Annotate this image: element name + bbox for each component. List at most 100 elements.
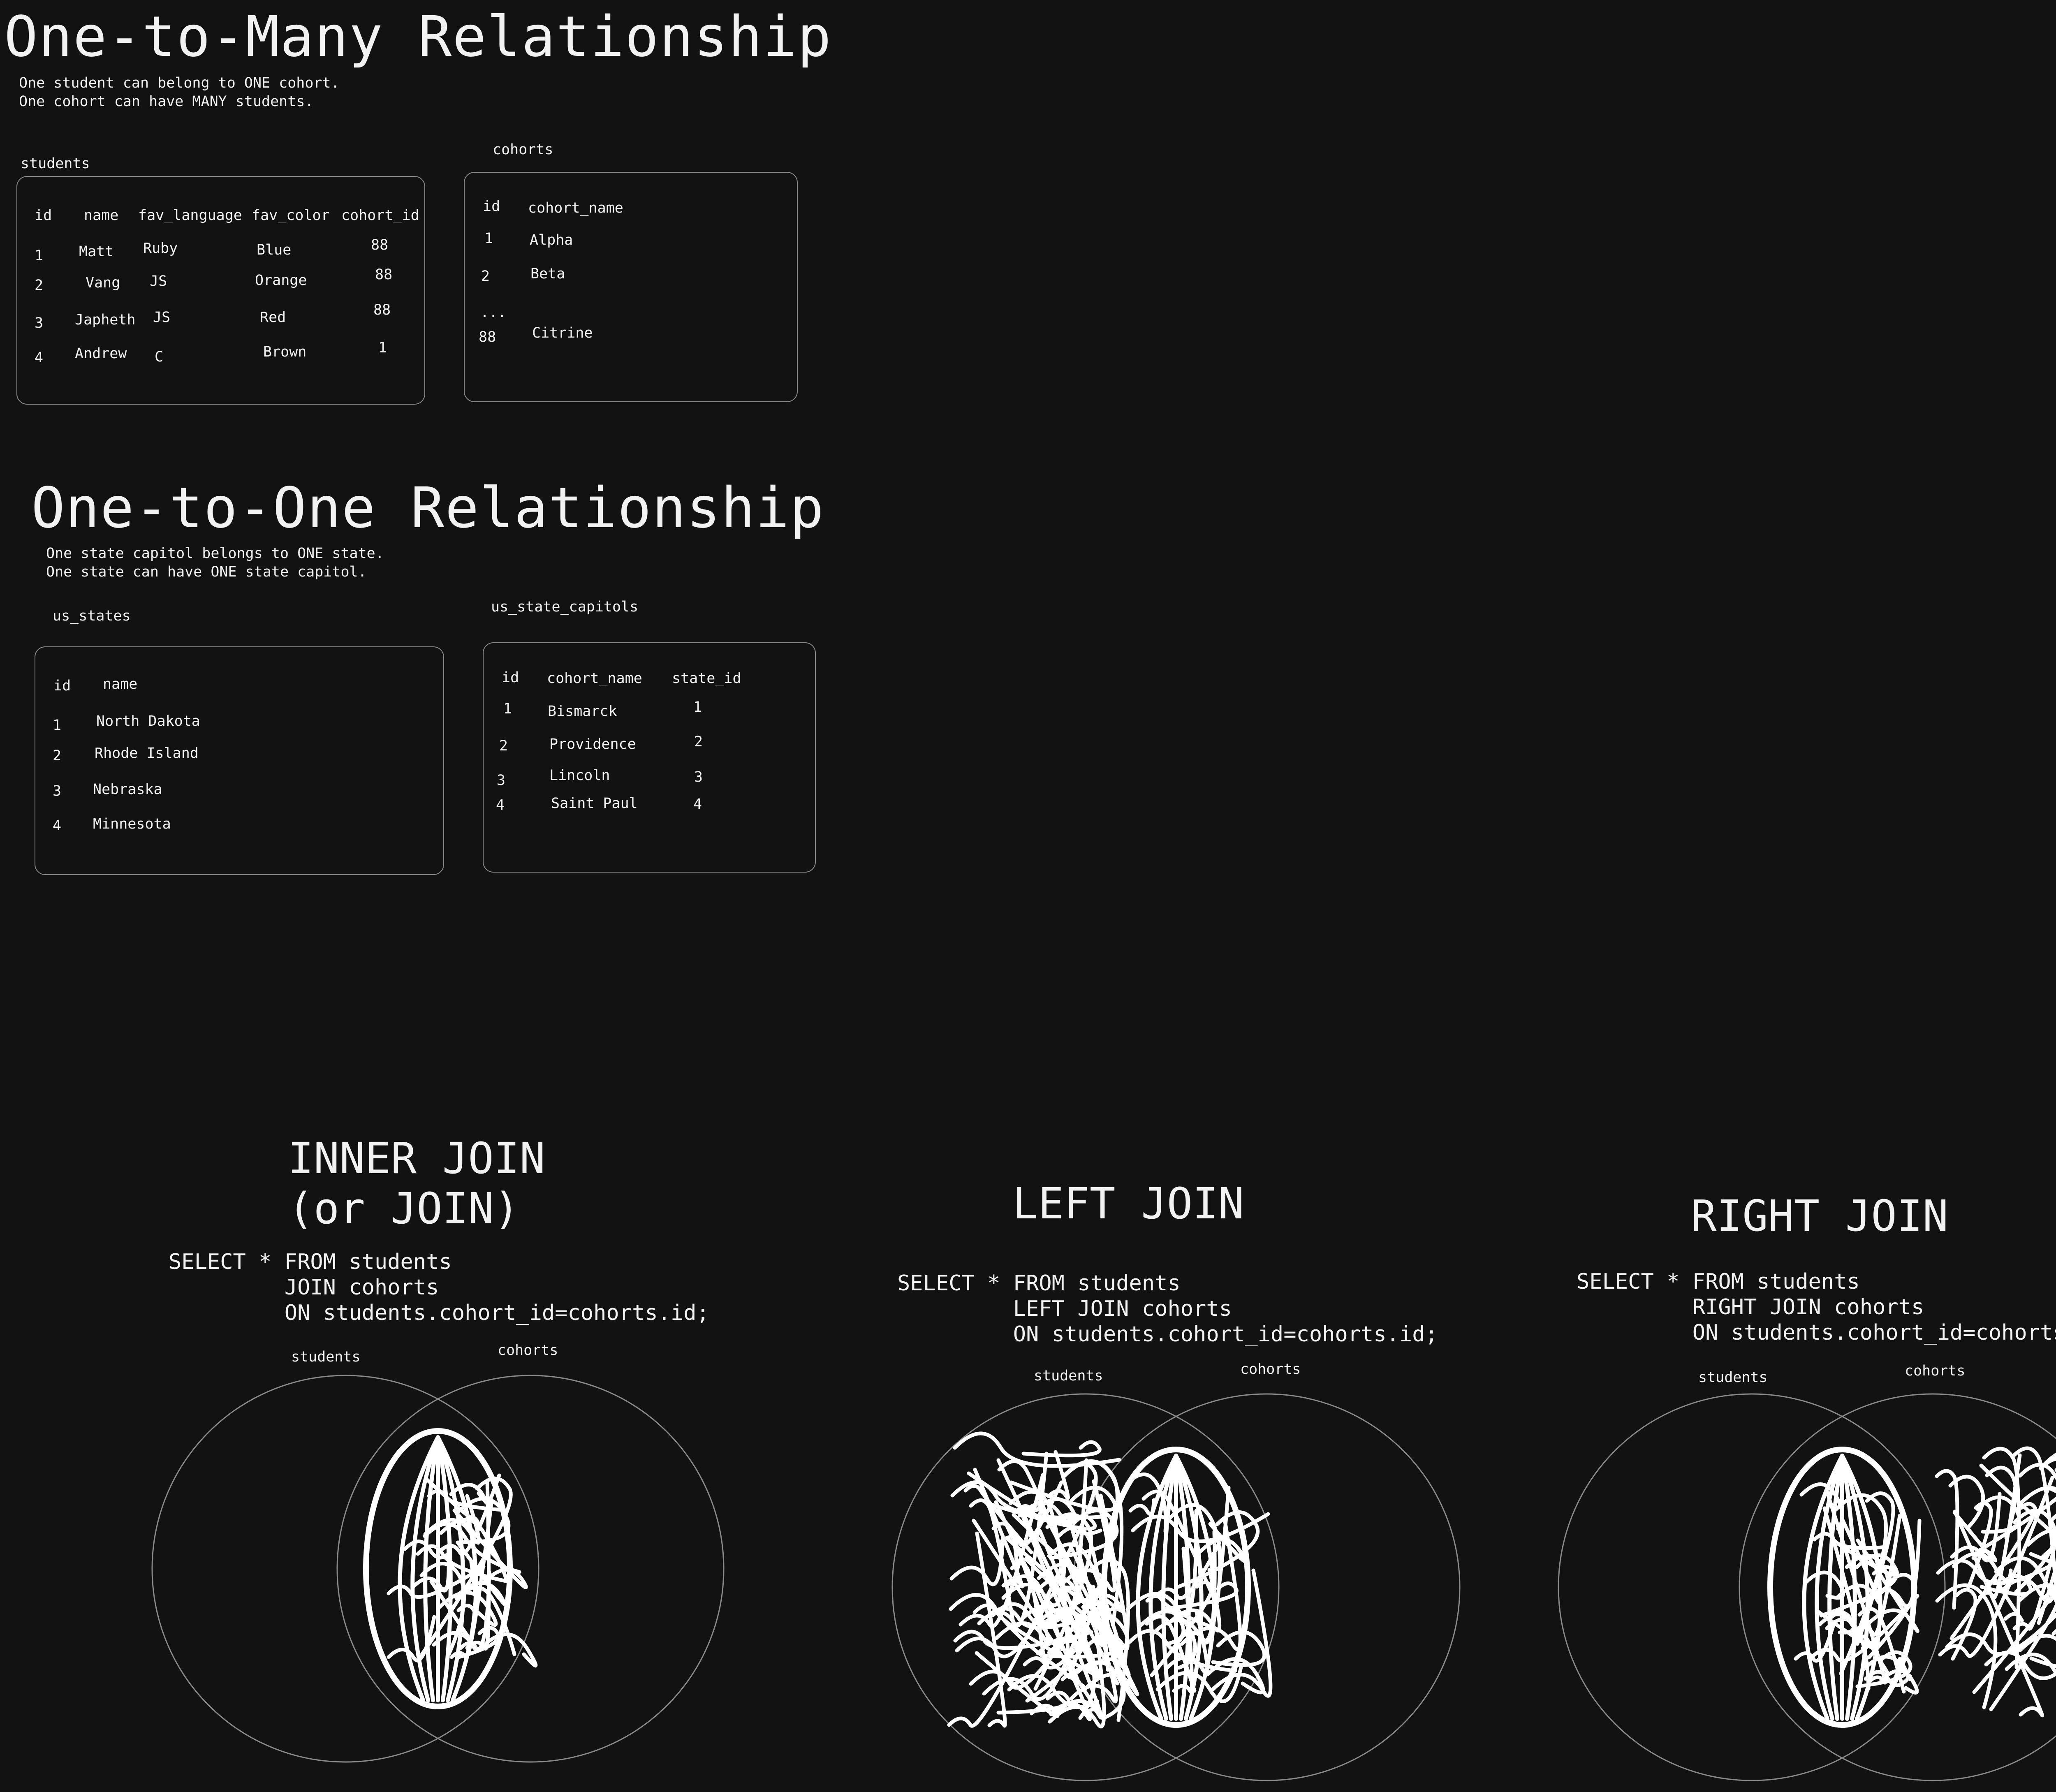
table-cell: C [155,349,164,365]
right-join-sql: SELECT * FROM students RIGHT JOIN cohort… [1577,1269,2056,1345]
venn-intersection-scribble [1101,1447,1251,1728]
column-header: cohort_name [547,670,642,687]
sql-line: SELECT * FROM students [1577,1269,1860,1294]
table-cell: Andrew [75,345,127,362]
table-cell: 1 [484,230,493,247]
inner-join-sql: SELECT * FROM students JOIN cohorts ON s… [169,1249,709,1326]
table-cell: ... [480,304,507,321]
venn-right-circle [1072,1393,1461,1781]
table-cell: Nebraska [93,781,162,798]
sql-line: ON students.cohort_id=cohorts.id; [169,1301,709,1325]
venn-right-only-scribble [1935,1446,2056,1718]
inner-join-title: INNER JOIN(or JOIN) [288,1133,545,1234]
table-cell: 3 [497,772,506,789]
venn-intersection-loops [1794,1482,1922,1695]
table-cell: 2 [694,734,703,750]
column-header: fav_language [138,207,242,224]
description-line: One state capitol belongs to ONE state. [46,545,384,562]
table-cell: 2 [53,748,62,764]
us-states-table: id name 1 North Dakota 2 Rhode Island 3 … [35,646,444,875]
venn-left-circle [1558,1393,1946,1781]
table-cell: 4 [693,796,702,813]
left-join-students-label: students [1034,1368,1103,1384]
right-join-cohorts-label: cohorts [1905,1363,1966,1379]
table-cell: 1 [35,248,44,264]
students-table: id name fav_language fav_color cohort_id… [16,176,425,405]
table-cell: JS [153,309,171,326]
title-line: INNER JOIN [288,1133,546,1183]
table-cell: 4 [35,350,44,366]
sql-line: SELECT * FROM students [169,1250,452,1274]
sql-line: SELECT * FROM students [897,1271,1181,1296]
column-header: fav_color [252,207,330,224]
column-header: id [483,198,500,215]
left-join-sql: SELECT * FROM students LEFT JOIN cohorts… [897,1271,1438,1347]
one-to-many-title: One-to-Many Relationship [4,5,832,69]
description-line: One state can have ONE state capitol. [46,564,367,580]
one-to-many-description: One student can belong to ONE cohort. On… [19,74,340,111]
us-state-capitols-table: id cohort_name state_id 1 Bismarck 1 2 P… [483,642,816,873]
column-header: id [502,669,519,686]
students-table-label: students [21,155,90,172]
one-to-one-description: One state capitol belongs to ONE state. … [46,544,384,581]
title-line: LEFT JOIN [1012,1178,1244,1229]
one-to-one-title: One-to-One Relationship [31,476,825,541]
inner-join-cohorts-label: cohorts [498,1342,558,1359]
table-cell: Lincoln [549,767,610,784]
table-cell: 1 [378,340,387,356]
inner-join-students-label: students [291,1349,361,1365]
table-cell: 88 [373,302,391,318]
table-cell: Alpha [530,232,573,248]
venn-right-circle [336,1375,725,1763]
table-cell: 3 [694,769,703,785]
right-join-students-label: students [1698,1369,1768,1386]
column-header: state_id [672,670,741,687]
sql-line: ON students.cohort_id=cohorts.id; [897,1322,1438,1347]
table-cell: Brown [263,344,307,360]
table-cell: JS [150,273,167,289]
table-cell: 1 [503,701,512,717]
venn-left-circle [151,1375,539,1763]
column-header: cohort_name [528,200,623,216]
column-header: id [35,207,52,224]
title-line: (or JOIN) [288,1183,520,1234]
venn-intersection-loops [1125,1472,1273,1703]
column-header: name [103,676,138,692]
table-cell: Bismarck [548,703,617,720]
left-join-title: LEFT JOIN [1012,1178,1244,1229]
venn-intersection-scribble-veins [1136,1454,1216,1721]
table-cell: Japheth [75,312,136,328]
column-header: name [84,207,119,224]
table-cell: Red [260,309,286,326]
cohorts-table-label: cohorts [493,141,553,158]
table-cell: 1 [693,699,702,715]
table-cell: 2 [499,738,508,754]
venn-left-circle [891,1393,1280,1781]
column-header: cohort_id [341,207,419,224]
table-cell: 4 [53,817,62,834]
table-cell: Blue [257,242,292,258]
table-cell: Minnesota [93,816,171,832]
us-states-table-label: us_states [53,608,131,624]
venn-right-circle [1739,1393,2056,1781]
table-cell: Rhode Island [95,745,199,762]
table-cell: Citrine [532,325,593,341]
table-cell: 88 [479,329,496,345]
table-cell: 2 [35,277,44,294]
table-cell: Beta [530,266,565,282]
table-cell: 3 [53,783,62,799]
table-cell: Providence [549,736,636,752]
sql-line: ON students.cohort_id=cohorts.id; [1692,1320,2056,1345]
table-cell: Matt [79,243,114,260]
table-cell: 88 [371,237,389,253]
venn-left-only-scribble [947,1431,1139,1729]
table-cell: Vang [86,275,120,291]
table-cell: Ruby [143,240,178,257]
left-join-cohorts-label: cohorts [1240,1361,1301,1378]
venn-intersection-loops [387,1473,538,1668]
right-join-title: RIGHT JOIN [1691,1191,1948,1241]
cohorts-table: id cohort_name 1 Alpha 2 Beta ... 88 Cit… [464,172,798,402]
table-cell: 88 [375,266,393,283]
description-line: One cohort can have MANY students. [19,93,314,110]
